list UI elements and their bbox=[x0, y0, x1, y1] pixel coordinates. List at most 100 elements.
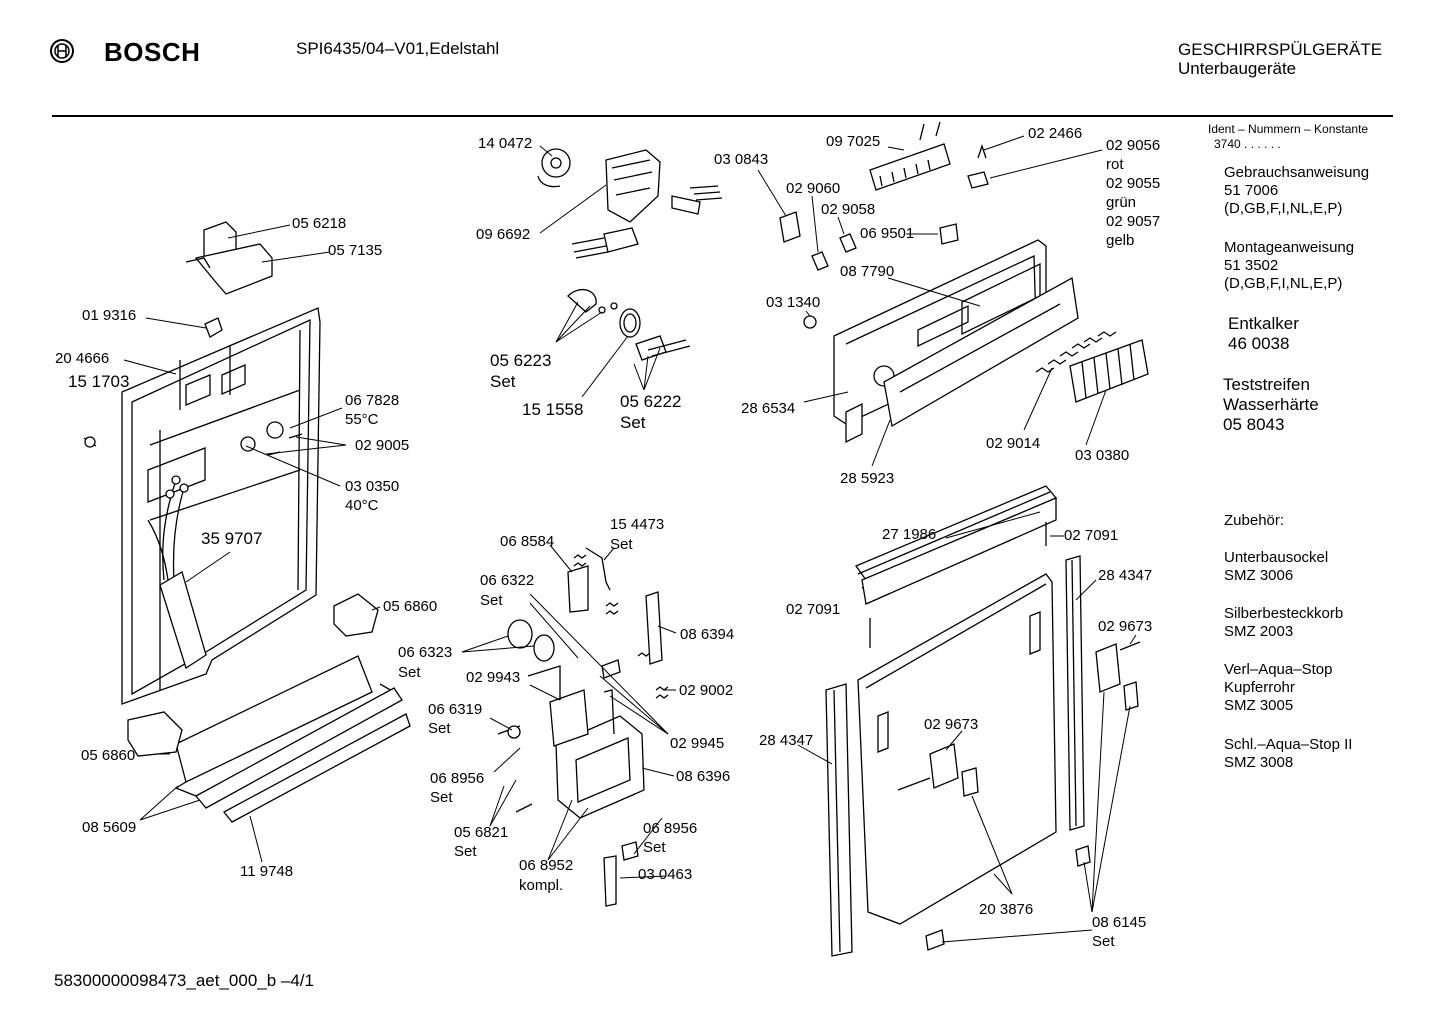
sidebar-line: SMZ 3006 bbox=[1224, 567, 1294, 584]
screw-151703-icon bbox=[83, 436, 97, 448]
sidebar-line: SMZ 2003 bbox=[1224, 623, 1294, 640]
bosch-logo-icon bbox=[50, 39, 74, 63]
part-label: 02 9058 bbox=[821, 201, 876, 218]
sidebar-line: SMZ 3005 bbox=[1224, 697, 1294, 714]
part-label: 02 9673 bbox=[924, 716, 979, 733]
part-label: 05 6218 bbox=[292, 215, 347, 232]
bracket-286534 bbox=[845, 402, 863, 444]
button-keys-030380 bbox=[1069, 339, 1149, 403]
part-label-note: kompl. bbox=[519, 877, 564, 894]
part-label: 02 9673 bbox=[1098, 618, 1153, 635]
sidebar-line: Unterbausockel bbox=[1224, 549, 1329, 566]
part-label: 02 9943 bbox=[466, 669, 521, 686]
duct-359707 bbox=[159, 571, 207, 670]
part-label-note: Set bbox=[1092, 933, 1115, 950]
part-label: 05 6223 bbox=[490, 351, 552, 370]
pin-029058 bbox=[839, 233, 857, 253]
sidebar-line: Entkalker bbox=[1228, 314, 1299, 333]
sidebar-line: Wasserhärte bbox=[1223, 395, 1319, 414]
sidebar-line: SMZ 3008 bbox=[1224, 754, 1294, 771]
sidebar-line: Silberbesteckkorb bbox=[1224, 605, 1344, 622]
sidebar-block-descaler: Entkalker 46 0038 bbox=[1228, 314, 1299, 354]
part-label: 08 6396 bbox=[676, 768, 731, 785]
indicator-022466 bbox=[967, 143, 989, 189]
part-label: 02 9055 bbox=[1106, 175, 1161, 192]
part-label: 06 7828 bbox=[345, 392, 400, 409]
sidebar-line: (D,GB,F,I,NL,E,P) bbox=[1224, 275, 1343, 292]
door-trim-strips bbox=[174, 655, 411, 823]
sidebar-line: 51 7006 bbox=[1224, 182, 1279, 199]
part-label: 02 9014 bbox=[986, 435, 1041, 452]
part-label: 03 0463 bbox=[638, 866, 693, 883]
part-label-note: Set bbox=[610, 536, 633, 553]
part-label: 15 4473 bbox=[610, 516, 665, 533]
part-label: 15 1703 bbox=[68, 372, 130, 391]
part-label-note: rot bbox=[1106, 156, 1124, 173]
part-label: 14 0472 bbox=[478, 135, 533, 152]
part-label: 05 7135 bbox=[328, 242, 383, 259]
clip-019316 bbox=[204, 317, 223, 338]
part-label: 02 2466 bbox=[1028, 125, 1083, 142]
part-label-note: Set bbox=[620, 413, 646, 432]
door-lock-assembly bbox=[497, 547, 663, 907]
part-label-note: Set bbox=[490, 372, 516, 391]
sidebar-block-aquastop-ext: Verl–Aqua–Stop Kupferrohr SMZ 3005 bbox=[1224, 661, 1332, 715]
pin-029060 bbox=[811, 251, 829, 271]
part-label: 02 7091 bbox=[1064, 527, 1119, 544]
part-label: 06 6319 bbox=[428, 701, 483, 718]
document-id: 58300000098473_aet_000_b –4/1 bbox=[54, 971, 314, 990]
part-label: 01 9316 bbox=[82, 307, 137, 324]
part-label: 06 6322 bbox=[480, 572, 535, 589]
springs-029014 bbox=[1035, 331, 1117, 373]
program-knob-parts bbox=[567, 288, 641, 338]
part-label: 02 9005 bbox=[355, 437, 410, 454]
part-label: 08 6394 bbox=[680, 626, 735, 643]
sidebar-line: Gebrauchsanweisung bbox=[1224, 164, 1370, 181]
sidebar-block-plinth: Unterbausockel SMZ 3006 bbox=[1224, 549, 1328, 585]
part-label: 06 8956 bbox=[430, 770, 485, 787]
part-label: 02 9060 bbox=[786, 180, 841, 197]
part-label: 09 6692 bbox=[476, 226, 531, 243]
part-label-note: grün bbox=[1106, 194, 1137, 211]
part-label: 35 9707 bbox=[201, 529, 263, 548]
subcategory-title: Unterbaugeräte bbox=[1178, 59, 1297, 78]
sidebar-line: (D,GB,F,I,NL,E,P) bbox=[1224, 200, 1343, 217]
sidebar-block-manual: Gebrauchsanweisung 51 7006 (D,GB,F,I,NL,… bbox=[1224, 164, 1369, 218]
springs-lock bbox=[573, 554, 669, 699]
wiring-hoses bbox=[147, 475, 189, 581]
part-label: 06 9501 bbox=[860, 225, 915, 242]
part-label: 28 5923 bbox=[840, 470, 895, 487]
sidebar-block-teststrips: Teststreifen Wasserhärte 05 8043 bbox=[1223, 375, 1319, 435]
part-label: 06 6323 bbox=[398, 644, 453, 661]
ident-title: Ident – Nummern – Konstante bbox=[1208, 122, 1369, 136]
sidebar-line: 46 0038 bbox=[1228, 334, 1290, 353]
part-label: 15 1558 bbox=[522, 400, 584, 419]
connector-030843 bbox=[779, 211, 801, 243]
side-profile-284347-left bbox=[825, 683, 853, 957]
hinge-bracket-029673 bbox=[897, 641, 1141, 797]
part-label: 28 6534 bbox=[741, 400, 796, 417]
category-title: GESCHIRRSPÜLGERÄTE bbox=[1178, 40, 1383, 59]
sidebar-block-install: Montageanweisung 51 3502 (D,GB,F,I,NL,E,… bbox=[1224, 239, 1354, 293]
part-label: 02 7091 bbox=[786, 601, 841, 618]
part-label: 03 0380 bbox=[1075, 447, 1130, 464]
part-label: 06 8584 bbox=[500, 533, 555, 550]
part-label: 20 3876 bbox=[979, 901, 1034, 918]
part-label-note: Set bbox=[398, 664, 421, 681]
part-label: 06 8952 bbox=[519, 857, 574, 874]
screw-031340 bbox=[803, 315, 817, 329]
part-label-note: 55°C bbox=[345, 411, 379, 428]
thermostat-parts bbox=[240, 421, 303, 456]
corner-cap-056860-lower bbox=[127, 711, 183, 757]
sidebar-line: Kupferrohr bbox=[1224, 679, 1295, 696]
model-title: SPI6435/04–V01,Edelstahl bbox=[296, 39, 500, 58]
part-label: 20 4666 bbox=[55, 350, 110, 367]
part-label: 05 6860 bbox=[383, 598, 438, 615]
part-label: 08 7790 bbox=[840, 263, 895, 280]
part-label: 03 0350 bbox=[345, 478, 400, 495]
sidebar-accessories-heading: Zubehör: bbox=[1224, 512, 1284, 530]
part-label: 05 6821 bbox=[454, 824, 509, 841]
part-label: 05 6860 bbox=[81, 747, 136, 764]
part-label-note: Set bbox=[643, 839, 666, 856]
